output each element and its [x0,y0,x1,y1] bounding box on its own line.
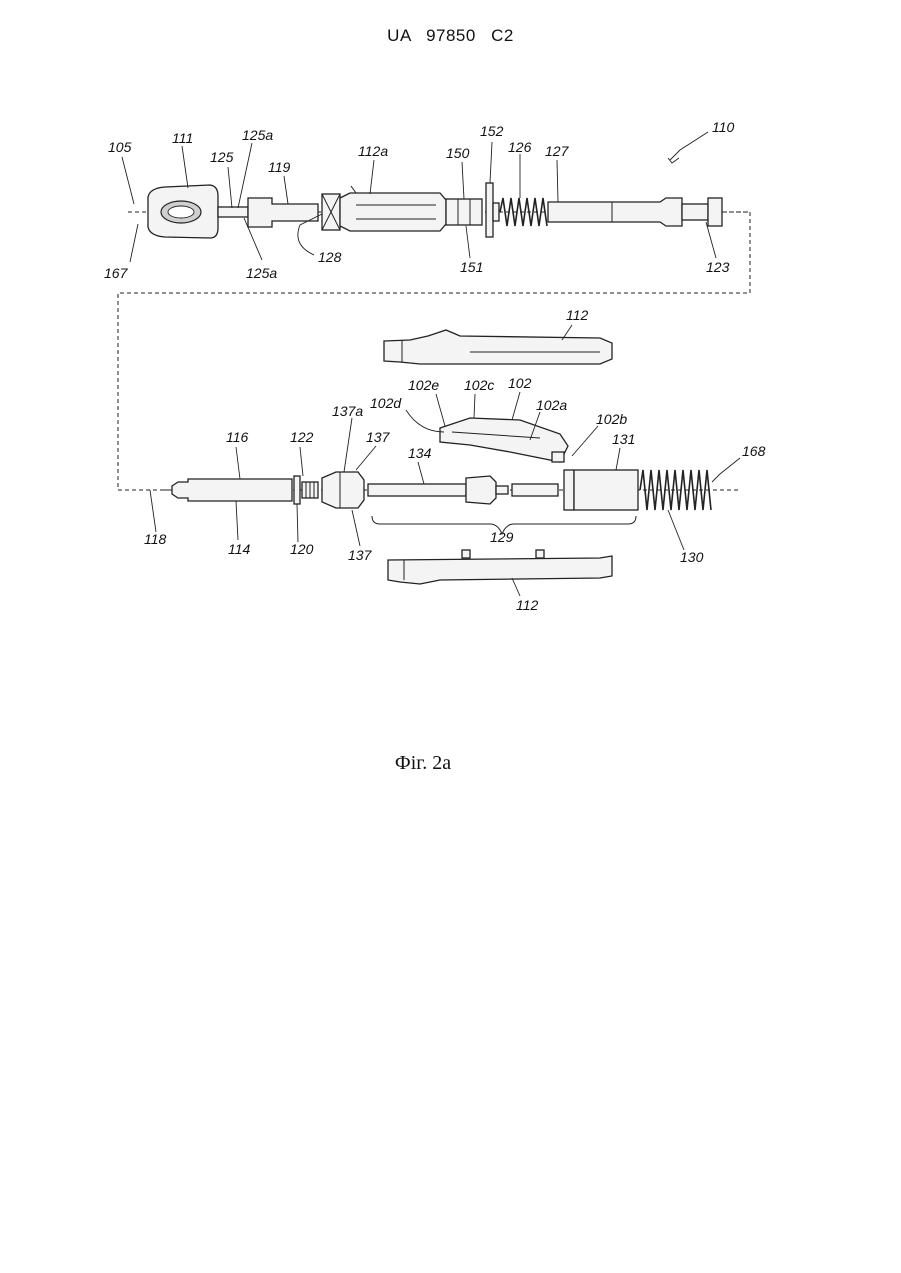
label-131: 131 [612,431,635,447]
label-118: 118 [144,531,167,547]
label-102a: 102a [536,397,567,413]
label-168: 168 [742,443,766,459]
label-123: 123 [706,259,730,275]
label-125a-top: 125a [242,127,273,143]
label-167: 167 [104,265,129,281]
housing-112-bottom [388,550,612,584]
label-137-bottom: 137 [348,547,373,563]
label-114: 114 [228,541,251,557]
label-128: 128 [318,249,342,265]
label-125: 125 [210,149,234,165]
label-127: 127 [545,143,570,159]
label-134: 134 [408,445,432,461]
label-129: 129 [490,529,514,545]
figure-caption: Фіг. 2a [0,752,846,775]
label-112-bottom: 112 [516,597,539,613]
label-105: 105 [108,139,132,155]
label-130: 130 [680,549,704,565]
label-151: 151 [460,259,483,275]
label-102d: 102d [370,395,402,411]
label-112a: 112a [358,143,388,159]
label-119: 119 [268,159,291,175]
label-102e: 102e [408,377,439,393]
label-152: 152 [480,123,504,139]
label-102c: 102c [464,377,494,393]
housing-112-top [384,330,612,364]
label-102: 102 [508,375,532,391]
label-122: 122 [290,429,314,445]
label-102b: 102b [596,411,627,427]
trigger-102 [440,418,568,462]
bottom-assembly [160,470,720,534]
label-150: 150 [446,145,470,161]
label-110: 110 [712,119,735,135]
label-116: 116 [226,429,249,445]
label-125a-bottom: 125a [246,265,277,281]
label-120: 120 [290,541,314,557]
label-111: 111 [172,130,193,146]
label-112-top: 112 [566,307,589,323]
label-137a: 137a [332,403,363,419]
label-126: 126 [508,139,532,155]
label-137-top: 137 [366,429,391,445]
top-assembly [128,183,750,238]
